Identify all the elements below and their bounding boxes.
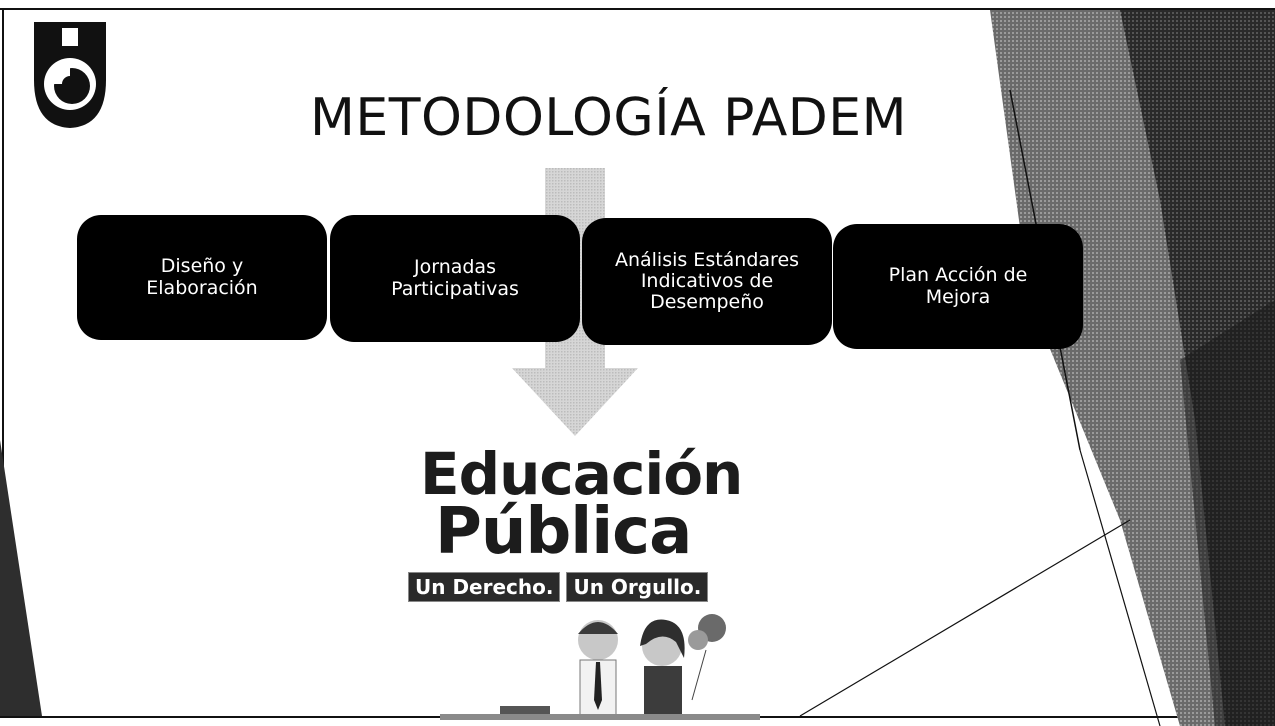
campaign-line1: Educación xyxy=(420,440,743,508)
step-label: Jornadas Participativas xyxy=(391,256,519,300)
step-plan-accion: Plan Acción de Mejora xyxy=(833,224,1083,349)
campaign-tag-1: Un Derecho. xyxy=(408,572,561,602)
campaign-tagline: Un Derecho. Un Orgullo. xyxy=(408,572,709,602)
campaign-line2: Pública xyxy=(435,495,692,569)
step-label: Diseño y Elaboración xyxy=(146,255,258,299)
frame-top-line xyxy=(0,8,1275,10)
institution-logo-icon xyxy=(34,22,106,128)
campaign-logo: Educación Pública Un Derecho. Un Orgullo… xyxy=(400,440,760,720)
campaign-tag-2: Un Orgullo. xyxy=(566,572,709,602)
step-diseno-elaboracion: Diseño y Elaboración xyxy=(77,215,327,340)
step-label: Análisis Estándares Indicativos de Desem… xyxy=(614,248,800,314)
frame-left-line xyxy=(2,8,4,718)
step-jornadas-participativas: Jornadas Participativas xyxy=(330,215,580,342)
page-title: METODOLOGÍA PADEM xyxy=(310,88,908,148)
step-label: Plan Acción de Mejora xyxy=(888,264,1028,308)
step-analisis-estandares: Análisis Estándares Indicativos de Desem… xyxy=(582,218,832,345)
children-illustration-icon xyxy=(440,614,760,720)
left-wedge-decoration xyxy=(0,440,42,716)
